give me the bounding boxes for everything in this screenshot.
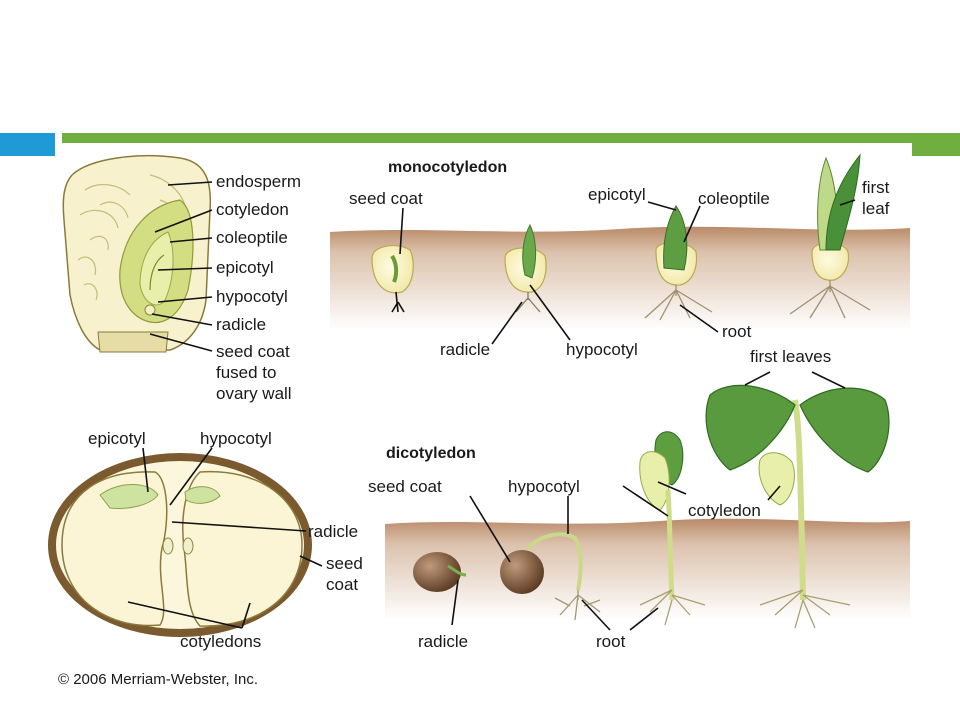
heading-monocotyledon: monocotyledon: [388, 159, 507, 176]
label-root-dicot: root: [596, 632, 626, 651]
label-cotyledon-dicot: cotyledon: [688, 501, 761, 520]
label-hypocotyl-dicot: hypocotyl: [508, 477, 580, 496]
label-radicle-dicot: radicle: [418, 632, 468, 651]
label-radicle-bean: radicle: [308, 522, 358, 541]
label-seed-bean-1: seed: [326, 554, 363, 573]
dicot-leader-lines: [451, 371, 846, 631]
label-ovary-wall: ovary wall: [216, 384, 292, 403]
dicot-stage-4: [705, 384, 890, 629]
label-seed-coat-mono: seed coat: [349, 189, 423, 208]
soil-band-dicot: [385, 518, 910, 620]
label-cotyledons: cotyledons: [180, 632, 261, 651]
label-coleoptile: coleoptile: [216, 228, 288, 247]
bean-seed-illustration: [48, 453, 312, 637]
label-seed-bean-2: coat: [326, 575, 358, 594]
monocot-stage-2: [504, 223, 547, 313]
monocot-stage-4: [789, 153, 871, 319]
label-radicle-mono: radicle: [440, 340, 490, 359]
label-endosperm: endosperm: [216, 172, 301, 191]
bean-seed-leader-lines: [127, 447, 323, 629]
label-root-mono: root: [722, 322, 752, 341]
copyright-notice: © 2006 Merriam-Webster, Inc.: [58, 671, 258, 688]
label-coleoptile-mono: coleoptile: [698, 189, 770, 208]
monocot-stage-3: [644, 205, 713, 321]
corn-seed-leader-lines: [149, 181, 213, 352]
label-seed-coat-dicot: seed coat: [368, 477, 442, 496]
label-hypocotyl-bean: hypocotyl: [200, 429, 272, 448]
label-seed-coat: seed coat: [216, 342, 290, 361]
label-hypocotyl: hypocotyl: [216, 287, 288, 306]
accent-bar-green: [62, 133, 960, 143]
dicot-stage-1: [413, 552, 467, 592]
dicot-stage-2: [500, 532, 601, 621]
monocot-leader-lines: [399, 199, 856, 345]
soil-band-monocot: [330, 226, 910, 330]
heading-dicotyledon: dicotyledon: [386, 445, 476, 462]
accent-bar-green-right: [912, 133, 960, 156]
label-cotyledon: cotyledon: [216, 200, 289, 219]
label-hypocotyl-mono: hypocotyl: [566, 340, 638, 359]
label-epicotyl-bean: epicotyl: [88, 429, 146, 448]
label-first-leaf-1: first: [862, 178, 890, 197]
label-radicle: radicle: [216, 315, 266, 334]
monocot-stage-1: [371, 244, 414, 313]
corn-seed-illustration: [62, 154, 212, 353]
label-epicotyl-mono: epicotyl: [588, 185, 646, 204]
label-fused-to: fused to: [216, 363, 277, 382]
label-epicotyl: epicotyl: [216, 258, 274, 277]
accent-bar-blue: [0, 133, 55, 156]
label-first-leaves: first leaves: [750, 347, 831, 366]
label-first-leaf-2: leaf: [862, 199, 890, 218]
